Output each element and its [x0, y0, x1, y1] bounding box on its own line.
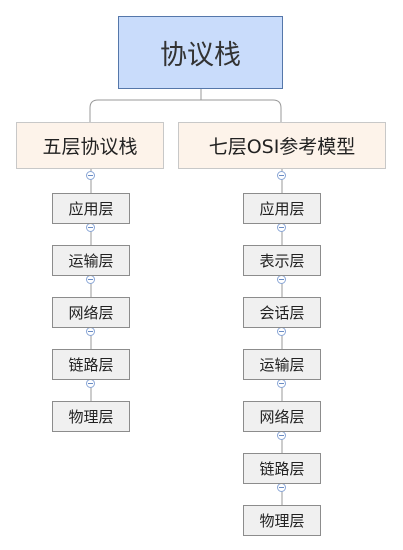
minus-circle-icon[interactable]	[277, 171, 286, 180]
root-label: 协议栈	[160, 40, 241, 71]
layer-node[interactable]: 网络层	[52, 297, 130, 328]
root-node[interactable]: 协议栈	[118, 16, 283, 89]
branch-connector	[89, 99, 282, 122]
layer-node[interactable]: 物理层	[52, 401, 130, 432]
minus-circle-icon[interactable]	[277, 379, 286, 388]
layer-node[interactable]: 运输层	[52, 245, 130, 276]
layer-node[interactable]: 物理层	[243, 505, 321, 536]
layer-label: 网络层	[68, 304, 114, 322]
minus-circle-icon[interactable]	[86, 275, 95, 284]
layer-label: 物理层	[68, 408, 114, 426]
layer-node[interactable]: 链路层	[52, 349, 130, 380]
layer-node[interactable]: 会话层	[243, 297, 321, 328]
minus-circle-icon[interactable]	[86, 171, 95, 180]
layer-label: 网络层	[259, 408, 305, 426]
layer-node[interactable]: 运输层	[243, 349, 321, 380]
layer-node[interactable]: 网络层	[243, 401, 321, 432]
layer-node[interactable]: 表示层	[243, 245, 321, 276]
layer-node[interactable]: 应用层	[52, 193, 130, 224]
layer-label: 表示层	[259, 252, 305, 270]
layer-label: 物理层	[259, 512, 305, 530]
layer-node[interactable]: 链路层	[243, 453, 321, 484]
layer-node[interactable]: 应用层	[243, 193, 321, 224]
layer-label: 运输层	[68, 252, 114, 270]
branch-five-layer[interactable]: 五层协议栈	[16, 122, 164, 169]
minus-circle-icon[interactable]	[277, 483, 286, 492]
minus-circle-icon[interactable]	[277, 431, 286, 440]
layer-label: 链路层	[68, 356, 114, 374]
minus-circle-icon[interactable]	[86, 379, 95, 388]
layer-label: 会话层	[259, 304, 305, 322]
layer-label: 链路层	[259, 460, 305, 478]
minus-circle-icon[interactable]	[86, 327, 95, 336]
branch-label: 五层协议栈	[42, 136, 138, 158]
minus-circle-icon[interactable]	[86, 223, 95, 232]
branch-label: 七层OSI参考模型	[208, 136, 356, 158]
layer-label: 应用层	[259, 200, 305, 218]
minus-circle-icon[interactable]	[277, 327, 286, 336]
minus-circle-icon[interactable]	[277, 223, 286, 232]
branch-osi-seven-layer[interactable]: 七层OSI参考模型	[178, 122, 386, 169]
layer-label: 应用层	[68, 200, 114, 218]
minus-circle-icon[interactable]	[277, 275, 286, 284]
layer-label: 运输层	[259, 356, 305, 374]
